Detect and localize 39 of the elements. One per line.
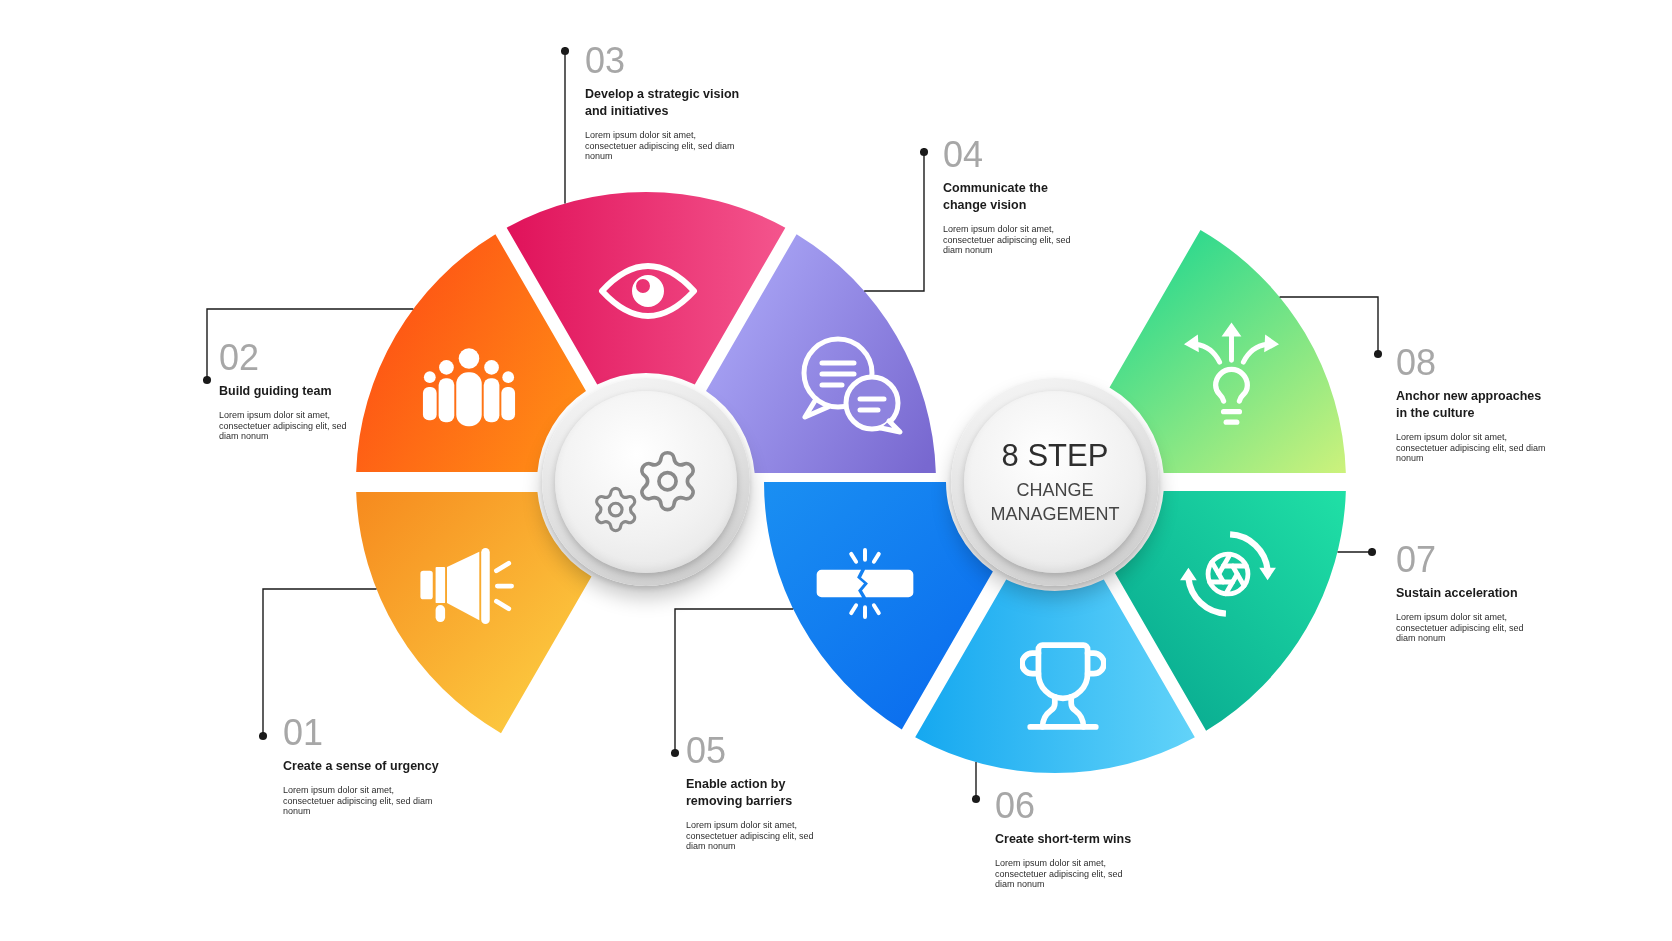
step-description: Lorem ipsum dolor sit amet, consectetuer adipiscing elit, sed diam nonum (686, 820, 815, 852)
step-number: 02 (219, 340, 260, 376)
leader-line (1336, 547, 1377, 557)
step-description: Lorem ipsum dolor sit amet, consectetuer adipiscing elit, sed diam nonum (1396, 612, 1525, 644)
step-heading: Anchor new approaches in the culture (1396, 388, 1543, 422)
step-heading: Sustain acceleration (1396, 585, 1518, 602)
step-number: 01 (283, 715, 324, 751)
step-description: Lorem ipsum dolor sit amet, consectetuer adipiscing elit, sed diam nonum (1396, 432, 1546, 464)
leader-line (971, 761, 981, 804)
step-heading: Build guiding team (219, 383, 332, 400)
step-description: Lorem ipsum dolor sit amet, consectetuer adipiscing elit, sed diam nonum (283, 785, 434, 817)
step-heading: Create short-term wins (995, 831, 1132, 848)
step-number: 03 (585, 43, 626, 79)
leader-line (1278, 296, 1383, 359)
step-heading: Create a sense of urgency (283, 758, 439, 775)
hub-title: 8 STEP (1001, 438, 1109, 474)
step-heading: Develop a strategic vision and initiatives (585, 86, 741, 120)
hub-subtitle: CHANGE MANAGEMENT (989, 479, 1121, 526)
step-description: Lorem ipsum dolor sit amet, consectetuer adipiscing elit, sed diam nonum (943, 224, 1072, 256)
ring-segment (915, 579, 1195, 773)
ring-segment (356, 492, 592, 734)
step-description: Lorem ipsum dolor sit amet, consectetuer adipiscing elit, sed diam nonum (585, 130, 736, 162)
leader-line (863, 147, 929, 292)
step-description: Lorem ipsum dolor sit amet, consectetuer adipiscing elit, sed diam nonum (995, 858, 1124, 890)
step-number: 04 (943, 137, 984, 173)
ring-segment (506, 192, 786, 385)
step-number: 06 (995, 788, 1036, 824)
leader-line (202, 308, 414, 385)
step-number: 07 (1396, 542, 1437, 578)
step-heading: Enable action by removing barriers (686, 776, 794, 810)
leader-line (670, 608, 794, 758)
step-number: 08 (1396, 345, 1437, 381)
ring-segment (1109, 230, 1346, 473)
leader-line (258, 588, 378, 741)
leader-line (560, 46, 570, 205)
step-description: Lorem ipsum dolor sit amet, consectetuer adipiscing elit, sed diam nonum (219, 410, 348, 442)
step-heading: Communicate the change vision (943, 180, 1049, 214)
ring-segment (764, 482, 993, 730)
step-number: 05 (686, 733, 727, 769)
